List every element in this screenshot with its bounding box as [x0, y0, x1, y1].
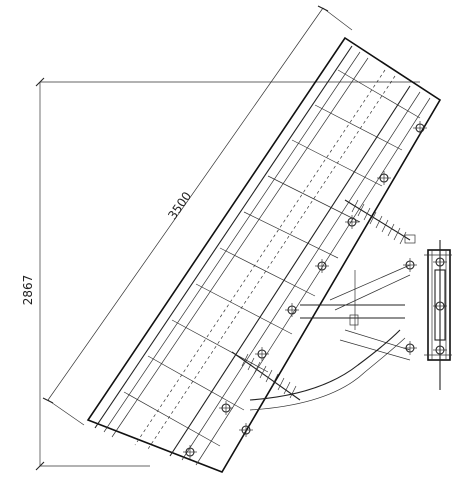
- spring-coil: [393, 227, 401, 241]
- bolt: [285, 303, 299, 317]
- dim-tick-upper: [317, 5, 329, 12]
- frame-outline: [86, 36, 442, 473]
- tine-line: [147, 75, 396, 450]
- spring-coil: [247, 357, 255, 371]
- mount-plate: [427, 249, 451, 361]
- frame-rail-inner-2: [111, 57, 369, 438]
- frame-rib: [337, 69, 421, 119]
- curved-arm-inner: [249, 337, 406, 411]
- dim-tick-bottom: [35, 461, 45, 471]
- bolt: [403, 258, 417, 272]
- spring-coil: [357, 203, 365, 217]
- curved-arm: [249, 329, 401, 401]
- dim-extension-upper: [322, 7, 353, 31]
- bolt: [315, 259, 329, 273]
- dim-tick-top: [35, 77, 45, 87]
- frame-rib: [123, 391, 221, 447]
- hitch-assembly: [249, 234, 416, 411]
- dim-label-length: 3500: [165, 189, 194, 222]
- diagonal-dimension: 3500: [42, 5, 353, 426]
- spring-coil: [375, 215, 383, 229]
- bolt: [403, 341, 417, 355]
- spring-coil: [399, 231, 407, 245]
- dim-extension-lower: [47, 399, 85, 426]
- bolt: [413, 121, 427, 135]
- bolt: [433, 343, 447, 357]
- bracket: [404, 234, 416, 244]
- spring-rod: [231, 351, 301, 401]
- spring-coil: [265, 369, 273, 383]
- spring-rod: [344, 199, 411, 241]
- spring-coil: [283, 381, 291, 395]
- spring-coil: [387, 223, 395, 237]
- frame-rib: [314, 104, 403, 151]
- frame-rib: [219, 247, 316, 297]
- frame-rail-outer: [94, 45, 353, 429]
- bolt: [377, 171, 391, 185]
- bolt: [433, 255, 447, 269]
- spring-coil: [271, 373, 279, 387]
- frame-rib: [267, 175, 361, 223]
- bolt: [345, 215, 359, 229]
- frame-rail-inner-1: [103, 51, 361, 433]
- spring-coil: [241, 353, 249, 367]
- spring-coil: [277, 377, 285, 391]
- frame-rail-back-1: [169, 85, 411, 457]
- bolt: [183, 445, 197, 459]
- spring-coil: [289, 385, 297, 399]
- frame-rib: [195, 283, 293, 335]
- vertical-dimension: 2867: [21, 77, 420, 471]
- spring-coil: [381, 219, 389, 233]
- spring-coil: [259, 365, 267, 379]
- bolt: [239, 423, 253, 437]
- frame-rail-back-2: [181, 91, 421, 461]
- dim-line-diagonal: [47, 7, 324, 401]
- frame-rib: [147, 355, 245, 411]
- spring-upper: [344, 199, 411, 245]
- bolt: [255, 347, 269, 361]
- bolt: [219, 401, 233, 415]
- link-arm: [329, 264, 411, 301]
- hardware-markers: [183, 121, 447, 459]
- bolt: [433, 299, 447, 313]
- frame-rib: [171, 319, 269, 373]
- dim-label-height: 2867: [21, 275, 35, 306]
- spring-coil: [351, 199, 359, 213]
- link-arm: [339, 339, 411, 361]
- frame-rib: [243, 211, 339, 259]
- spring-coil: [369, 211, 377, 225]
- frame-rail-back-3: [195, 97, 431, 466]
- bracket: [349, 314, 359, 326]
- mount-frame: [424, 240, 452, 390]
- link-arm: [334, 274, 411, 311]
- spring-coil: [363, 207, 371, 221]
- frame-body: [86, 36, 442, 473]
- link-arm: [344, 329, 411, 351]
- spring-coil: [253, 361, 261, 375]
- spring-lower: [231, 351, 301, 401]
- dim-tick-lower: [42, 397, 54, 404]
